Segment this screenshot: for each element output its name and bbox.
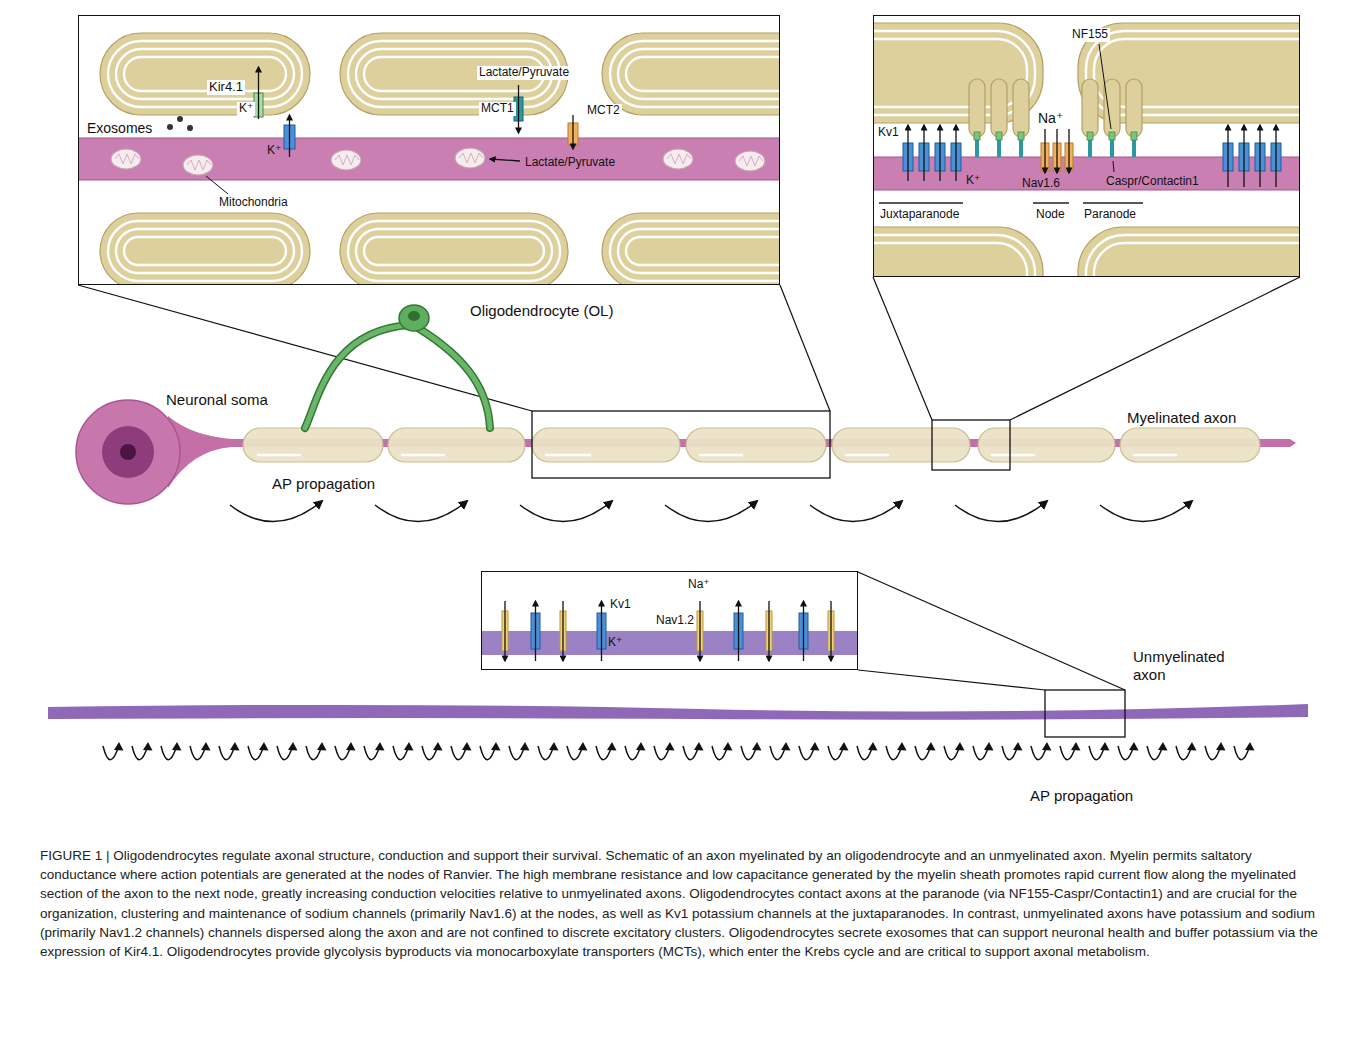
figure-label: Myelinated axon [1127, 409, 1236, 427]
inset-label: Mitochondria [219, 196, 288, 210]
inset-label: K⁺ [608, 636, 622, 650]
inset-box: ExosomesKir4.1K⁺K⁺Lactate/PyruvateMCT1MC… [78, 15, 780, 285]
inset-label: Kv1 [878, 126, 899, 140]
figure-caption: FIGURE 1 | Oligodendrocytes regulate axo… [40, 846, 1318, 961]
myelinated-neuron [76, 305, 1296, 522]
figure-label: AP propagation [272, 475, 375, 493]
inset-label: Nav1.6 [1022, 177, 1060, 191]
inset-label: MCT2 [585, 104, 622, 118]
inset-label: NF155 [1070, 28, 1110, 42]
inset-label: K⁺ [966, 174, 980, 188]
inset-label: Lactate/Pyruvate [525, 156, 615, 170]
unmyelinated-axon [48, 690, 1308, 780]
inset-label: Juxtaparanode [880, 208, 959, 222]
inset-label: Na⁺ [688, 578, 710, 592]
inset-label: Kv1 [610, 598, 631, 612]
inset-label: Paranode [1084, 208, 1136, 222]
zoom-lines [78, 277, 1300, 690]
inset-label: Nav1.2 [656, 614, 694, 628]
node-inset-art [873, 23, 1300, 277]
figure-label: AP propagation [1030, 787, 1133, 805]
figure-label: Neuronal soma [166, 391, 268, 409]
inset-label: Node [1036, 208, 1065, 222]
inset-label: K⁺ [267, 144, 281, 158]
inset-box: NF155Na⁺ Kv1K⁺ Nav1.6 Caspr/Contactin1Juxta… [873, 15, 1300, 277]
inset-box: Na⁺ Kv1Nav1.2K⁺ [481, 571, 858, 670]
inset-label: Caspr/Contactin1 [1106, 175, 1199, 189]
unmyelinated-inset-art [481, 601, 858, 661]
inset-label: MCT1 [479, 102, 516, 116]
inset-label: Kir4.1 [207, 80, 245, 95]
metabolic-inset-art [78, 33, 780, 285]
inset-label: Lactate/Pyruvate [477, 66, 571, 80]
inset-label: Na⁺ [1038, 110, 1063, 126]
inset-label: K⁺ [237, 102, 255, 116]
inset-label: Exosomes [87, 120, 152, 136]
figure-label: Unmyelinated axon [1133, 648, 1238, 684]
figure-label: Oligodendrocyte (OL) [470, 302, 613, 320]
